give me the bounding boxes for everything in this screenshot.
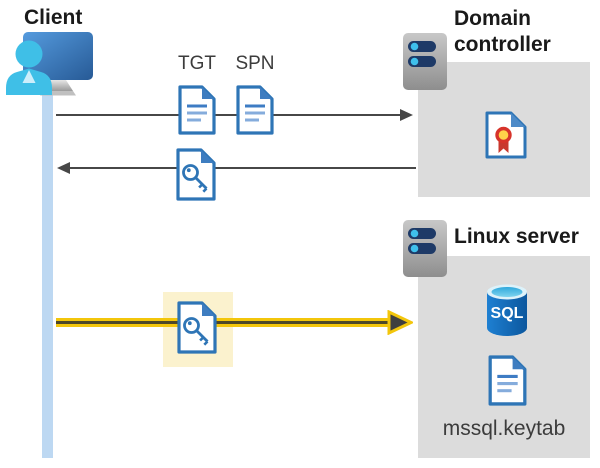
- person-head: [15, 40, 43, 68]
- service-ticket-key-icon: [176, 148, 216, 201]
- keytab-label: mssql.keytab: [442, 417, 566, 440]
- spn-document-icon: [236, 85, 274, 135]
- arrow-dc-to-client-line: [70, 167, 416, 170]
- linux-server-icon: [403, 220, 447, 277]
- client-label: Client: [24, 6, 83, 29]
- client-timeline: [42, 90, 53, 458]
- linux-server-label: Linux server: [454, 225, 579, 248]
- arrow-client-to-dc-line: [56, 114, 402, 117]
- client-workstation-icon: [6, 32, 93, 96]
- sql-database-icon: SQL: [487, 284, 527, 336]
- certificate-icon: [485, 111, 527, 159]
- domain-controller-server-icon: [403, 33, 447, 90]
- person-collar: [22, 70, 36, 83]
- arrowhead-right-icon: [400, 108, 413, 121]
- keytab-document-icon: [488, 355, 527, 406]
- monitor-icon: [23, 32, 93, 80]
- yellow-arrow-line: [56, 318, 404, 327]
- arrowhead-left-icon: [57, 161, 70, 174]
- sql-badge-text: SQL: [491, 305, 524, 322]
- tgt-label: TGT: [178, 53, 216, 74]
- spn-label: SPN: [235, 53, 275, 74]
- yellow-arrowhead-icon: [387, 310, 413, 335]
- tgt-document-icon: [178, 85, 216, 135]
- highlighted-key-file-icon: [177, 301, 217, 354]
- domain-controller-label: Domain controller: [454, 7, 551, 56]
